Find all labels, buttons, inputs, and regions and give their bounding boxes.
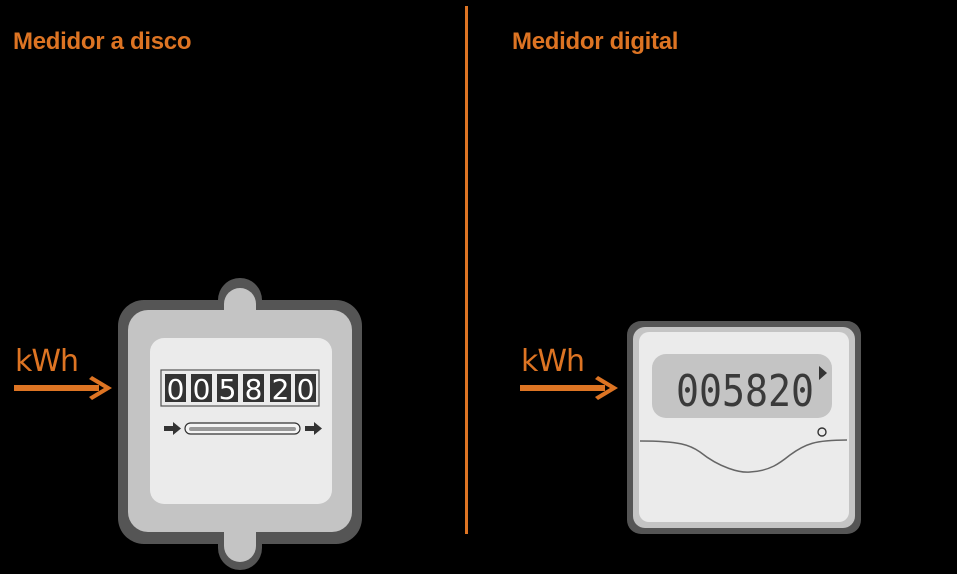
disc-meter [118, 278, 362, 570]
odometer [165, 374, 316, 402]
arrow-right-icon [305, 422, 322, 435]
lcd-reading: 005820 [676, 366, 814, 417]
arrow-right-icon [164, 422, 181, 435]
odometer-digit: 8 [245, 373, 263, 406]
odometer-digit: 0 [297, 373, 315, 406]
title-digital-meter: Medidor digital [512, 28, 679, 55]
divider [465, 6, 468, 534]
odometer-digit: 2 [272, 373, 290, 406]
kwh-label-left: kWh [15, 344, 79, 379]
odometer-digit: 5 [219, 373, 237, 406]
arrow-right-icon [520, 376, 618, 400]
odometer-digit: 0 [193, 373, 211, 406]
play-indicator-icon [819, 366, 827, 380]
title-disc-meter: Medidor a disco [13, 28, 192, 55]
kwh-label-right: kWh [521, 344, 585, 379]
status-led-icon [817, 427, 827, 437]
digital-meter [627, 321, 861, 534]
arrow-right-icon [14, 376, 112, 400]
odometer-digit: 0 [167, 373, 185, 406]
